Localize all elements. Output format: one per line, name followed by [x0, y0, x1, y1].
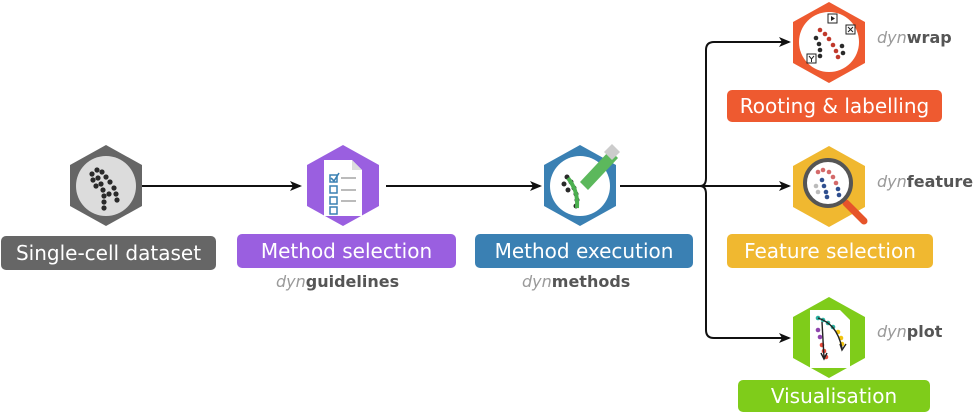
selection-package-suffix: guidelines	[305, 272, 400, 291]
plot-hex	[793, 297, 865, 378]
selection-label: Method selection	[237, 234, 456, 268]
labelled-trajectory-icon	[806, 13, 856, 64]
trajectory-plot-icon	[810, 310, 850, 368]
dataset-label: Single-cell dataset	[1, 236, 216, 270]
paintbrush-trajectory-icon	[561, 144, 620, 209]
cell-trajectory-icon	[89, 167, 120, 211]
execution-hex	[544, 144, 620, 226]
wrap-package-suffix: wrap	[906, 28, 952, 47]
selection-hex	[307, 145, 379, 226]
wrap-hex	[793, 2, 865, 83]
selection-package-name: dynguidelines	[276, 272, 399, 291]
plot-package-name: dynplot	[877, 322, 942, 341]
selection-package-prefix: dyn	[276, 272, 306, 291]
wrap-package-prefix: dyn	[877, 28, 907, 47]
checklist-icon	[324, 160, 362, 216]
wrap-label: Rooting & labelling	[727, 90, 942, 122]
wrap-package-name: dynwrap	[877, 28, 952, 47]
feature-package-name: dynfeature	[877, 172, 973, 191]
arrow-to-plot	[699, 185, 791, 343]
plot-package-prefix: dyn	[877, 322, 907, 341]
feature-label: Feature selection	[727, 234, 933, 268]
plot-label: Visualisation	[738, 380, 930, 412]
dataset-hex	[70, 145, 142, 226]
execution-label: Method execution	[475, 234, 693, 268]
plot-package-suffix: plot	[906, 322, 943, 341]
execution-package-suffix: methods	[551, 272, 631, 291]
magnifier-icon	[803, 158, 868, 225]
feature-package-prefix: dyn	[877, 172, 907, 191]
execution-package-name: dynmethods	[522, 272, 630, 291]
execution-package-prefix: dyn	[522, 272, 552, 291]
feature-hex	[793, 146, 868, 227]
feature-package-suffix: feature	[906, 172, 974, 191]
connectors	[142, 37, 791, 343]
